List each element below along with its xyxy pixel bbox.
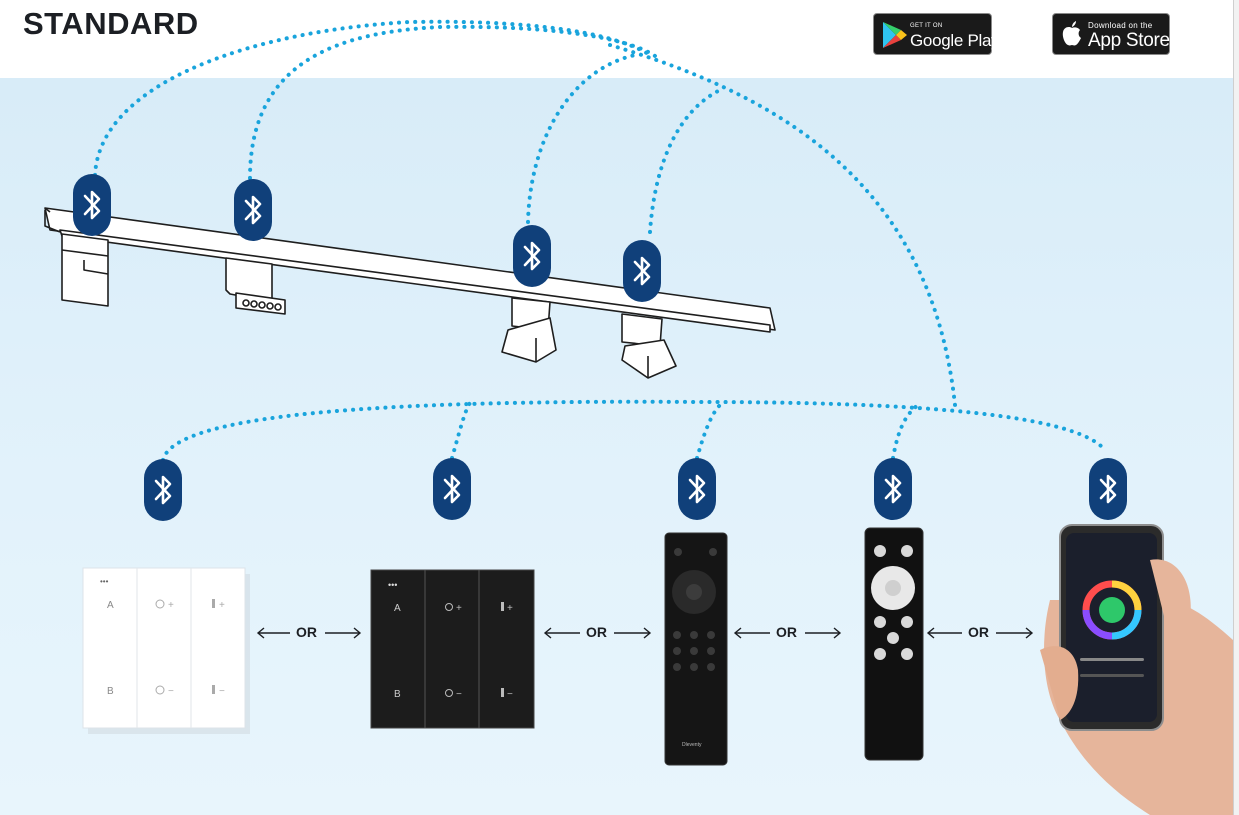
switch-dots: ••• — [388, 580, 397, 590]
google-play-icon — [883, 22, 907, 48]
link-track-4 — [648, 88, 722, 234]
white-wall-switch: ••• A B + − + − — [82, 567, 250, 734]
google-play-badge[interactable]: GET IT ON Google Play — [873, 13, 1000, 55]
app-store-badge[interactable]: Download on the App Store — [1052, 13, 1170, 55]
track-rail — [44, 207, 776, 333]
bluetooth-icon — [431, 456, 473, 522]
sun-icon — [445, 603, 453, 611]
bluetooth-icon — [872, 456, 914, 522]
svg-text:+: + — [219, 600, 225, 611]
or-label-1: OR — [296, 624, 317, 640]
bluetooth-icon — [71, 172, 113, 238]
bluetooth-icon — [511, 223, 553, 289]
bluetooth-icon — [621, 238, 663, 304]
link-controllers — [161, 399, 1107, 462]
remote-brand: Dleventy — [682, 742, 702, 748]
link-drop-4 — [891, 403, 920, 460]
svg-text:−: − — [168, 686, 174, 697]
link-drop-2 — [450, 401, 472, 460]
page-edge — [1233, 0, 1239, 815]
switch-key-b: B — [394, 689, 401, 700]
link-drop-3 — [695, 401, 724, 460]
page-title: STANDARD — [23, 6, 199, 41]
thermometer-icon — [501, 688, 504, 697]
link-track-1 — [93, 19, 652, 177]
black-wall-switch: ••• A B + − + − — [370, 569, 535, 729]
sun-icon — [155, 685, 165, 695]
app-store-small-text: Download on the — [1088, 21, 1153, 30]
svg-text:−: − — [456, 689, 462, 700]
dotted-links — [93, 19, 1107, 462]
google-play-small-text: GET IT ON — [910, 23, 943, 29]
bluetooth-icon — [1087, 456, 1129, 522]
sun-icon — [155, 599, 165, 609]
or-label-4: OR — [968, 624, 989, 640]
app-store-label: App Store — [1088, 30, 1170, 51]
switch-key-a: A — [394, 603, 401, 614]
switch-key-a: A — [107, 600, 114, 611]
bluetooth-icon — [142, 457, 184, 523]
svg-text:+: + — [507, 603, 513, 614]
switch-dots: ••• — [100, 577, 109, 586]
bluetooth-icon — [676, 456, 718, 522]
or-connectors — [256, 627, 1034, 639]
svg-text:+: + — [456, 603, 462, 614]
bluetooth-icon — [232, 177, 274, 243]
svg-text:+: + — [168, 600, 174, 611]
google-play-label: Google Play — [910, 31, 1000, 50]
remote-control-1: Dleventy — [664, 532, 728, 766]
link-track-2 — [248, 24, 662, 180]
svg-text:−: − — [507, 689, 513, 700]
fixture-4 — [621, 313, 677, 379]
thermometer-icon — [212, 599, 215, 608]
sun-icon — [445, 689, 453, 697]
or-label-2: OR — [586, 624, 607, 640]
fixture-1 — [61, 233, 109, 307]
thermometer-icon — [501, 602, 504, 611]
header-bar — [0, 0, 1239, 78]
svg-text:−: − — [219, 686, 225, 697]
switch-key-b: B — [107, 686, 114, 697]
link-track-3 — [526, 53, 637, 224]
apple-icon — [1062, 21, 1081, 46]
fixture-2 — [225, 257, 286, 315]
or-label-3: OR — [776, 624, 797, 640]
remote-control-2 — [864, 527, 924, 761]
smartphone-app — [1040, 524, 1233, 815]
fixture-3 — [501, 297, 557, 363]
thermometer-icon — [212, 685, 215, 694]
